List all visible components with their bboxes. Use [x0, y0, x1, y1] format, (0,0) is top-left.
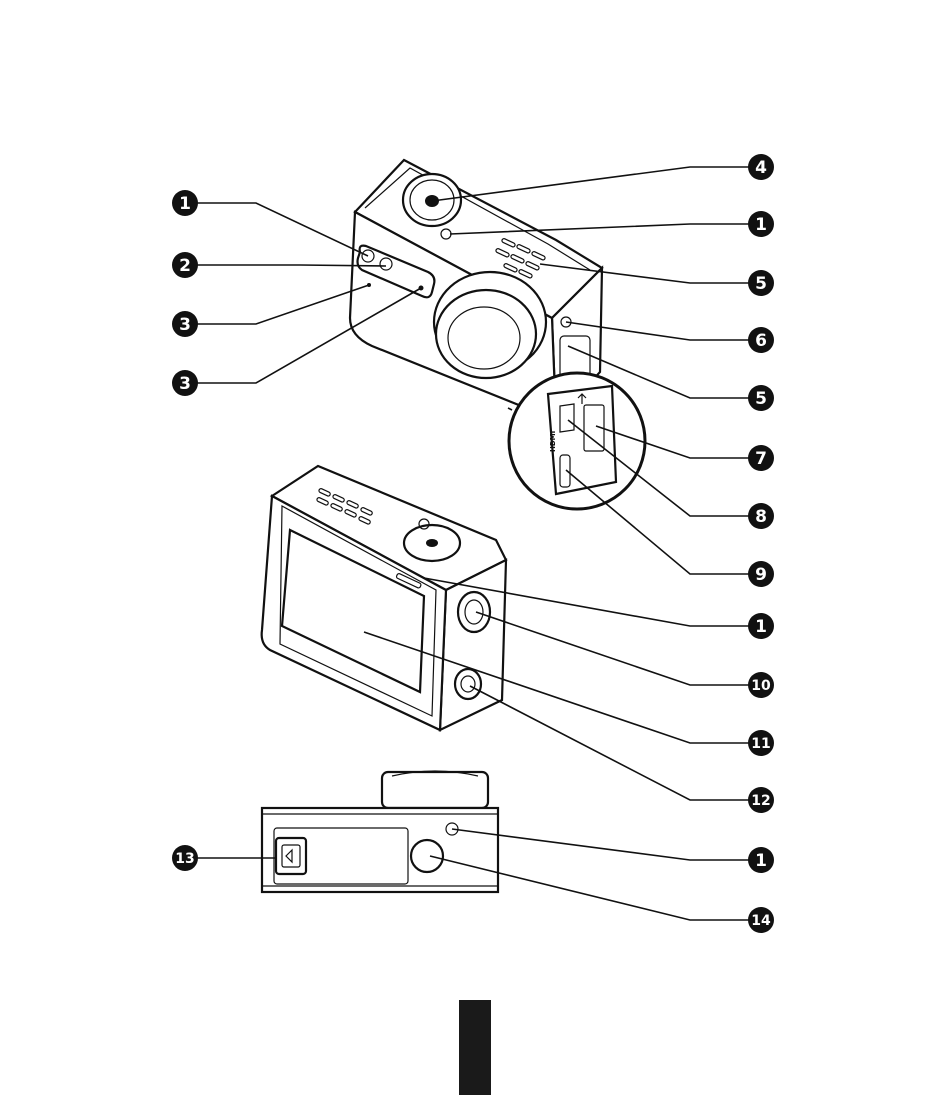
callout-badge: 14 — [748, 907, 774, 933]
svg-text:14: 14 — [751, 913, 771, 929]
callout-badge: 5 — [748, 385, 774, 411]
svg-text:7: 7 — [755, 449, 767, 469]
svg-text:4: 4 — [755, 158, 767, 178]
callout-badge: 9 — [748, 561, 774, 587]
svg-text:1: 1 — [755, 851, 767, 871]
page-thumb-tab — [459, 1000, 491, 1095]
callout-badge: 4 — [748, 154, 774, 180]
camera-bottom-view — [262, 771, 498, 892]
tripod-mount — [411, 840, 443, 872]
callout-badge: 10 — [748, 672, 774, 698]
hdmi-label: HDMI — [549, 431, 557, 452]
svg-text:1: 1 — [755, 617, 767, 637]
power-button — [458, 592, 490, 632]
battery-latch — [276, 838, 306, 874]
callout-badge: 11 — [748, 730, 774, 756]
callout-badge: 5 — [748, 270, 774, 296]
wifi-button — [455, 669, 481, 699]
callout-badge: 7 — [748, 445, 774, 471]
callout-badge: 13 — [172, 845, 198, 871]
svg-text:9: 9 — [755, 565, 767, 585]
callout-badge: 1 — [748, 211, 774, 237]
svg-text:1: 1 — [755, 215, 767, 235]
shutter-button — [403, 174, 461, 226]
callouts-left: 1 2 3 3 13 — [172, 190, 198, 871]
callout-badge: 1 — [172, 190, 198, 216]
svg-text:10: 10 — [751, 678, 771, 694]
svg-text:5: 5 — [755, 274, 767, 294]
svg-text:3: 3 — [179, 374, 191, 394]
callout-badge: 6 — [748, 327, 774, 353]
svg-text:12: 12 — [751, 793, 770, 809]
svg-text:13: 13 — [175, 851, 194, 867]
svg-text:5: 5 — [755, 389, 767, 409]
callout-badge: 8 — [748, 503, 774, 529]
callouts-right: 4 1 5 6 5 7 8 9 1 10 11 12 1 14 — [748, 154, 774, 933]
callout-badge: 1 — [748, 613, 774, 639]
svg-text:2: 2 — [179, 256, 191, 276]
callout-badge: 3 — [172, 311, 198, 337]
svg-text:3: 3 — [179, 315, 191, 335]
svg-text:1: 1 — [179, 194, 191, 214]
lens-protrusion — [382, 772, 488, 808]
svg-text:8: 8 — [755, 507, 767, 527]
callout-badge: 2 — [172, 252, 198, 278]
svg-text:6: 6 — [755, 331, 767, 351]
lcd-screen — [0, 0, 1, 1]
callout-badge: 3 — [172, 370, 198, 396]
callout-badge: 12 — [748, 787, 774, 813]
port-magnifier: HDMI — [508, 373, 645, 509]
svg-text:11: 11 — [751, 736, 770, 752]
callout-badge: 1 — [748, 847, 774, 873]
